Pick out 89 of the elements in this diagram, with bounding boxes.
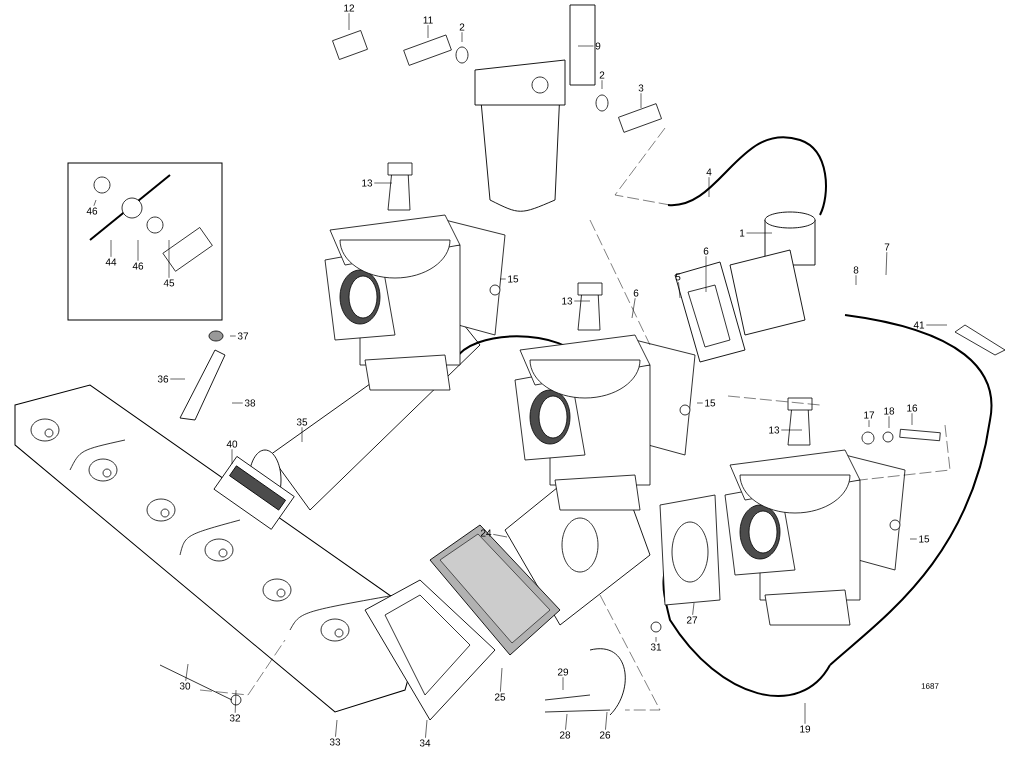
leader-line [137,239,139,262]
callout-number: 2 [599,71,605,79]
callout-number: 13 [362,179,373,187]
leader-line [335,719,338,738]
callout-number: 46 [86,207,98,215]
callout-number: 7 [884,243,890,251]
leader-line [169,378,186,380]
leader-line [234,689,237,714]
callout-number: 5 [675,273,681,281]
leader-line [601,79,603,90]
leader-line [565,713,568,731]
callout-number: 17 [864,411,875,419]
leader-line [500,667,503,693]
leader-line [93,199,97,207]
callout-number: 13 [769,426,780,434]
leader-line [499,278,507,280]
leader-line [373,182,393,184]
callout-number: 38 [244,399,256,407]
callout-number: 18 [884,407,895,415]
leader-line [804,702,806,725]
callout-number: 27 [686,616,698,624]
leader-line [168,239,170,279]
leader-line [780,429,803,431]
callout-number: 13 [562,297,573,305]
callout-number: 32 [229,714,241,722]
callout-number: 8 [853,266,859,274]
leader-line [231,448,233,465]
callout-number: 16 [907,404,918,412]
leader-line [461,31,463,43]
callout-number: 41 [913,321,925,329]
leader-line [562,676,564,691]
callout-number: 28 [559,731,571,739]
callout-number: 46 [132,262,144,270]
callout-number: 15 [919,535,930,543]
leader-line [885,251,888,276]
callout-number: 6 [633,289,639,297]
callout-number: 26 [599,731,611,739]
callout-number: 24 [480,529,492,537]
callout-number: 31 [650,643,662,651]
callout-number: 1 [740,229,745,237]
figure-number: 1687 [921,683,939,689]
callout-number: 29 [557,668,569,676]
leader-line [229,335,237,337]
leader-line [925,324,948,326]
leader-line [911,412,913,426]
leader-line [492,534,508,538]
leader-line [301,426,303,443]
callout-number: 9 [595,42,601,50]
callout-number: 40 [226,440,238,448]
leader-line [605,711,608,731]
callout-number: 12 [344,4,355,12]
leader-line [425,719,428,739]
callout-number: 34 [419,739,431,747]
leader-line [573,300,591,302]
callout-number: 19 [800,725,811,733]
leader-line [678,281,681,299]
leader-line [909,538,918,540]
callout-number: 36 [157,375,169,383]
leader-line [427,24,429,39]
callout-number: 15 [508,275,519,283]
leader-line [110,239,112,258]
leader-line [185,663,189,682]
leader-line [888,415,890,429]
callout-number: 6 [703,247,709,255]
callout-number: 35 [296,418,308,426]
leader-line [868,419,870,428]
leader-line [348,12,350,31]
callout-number: 3 [638,84,644,92]
callout-number: 30 [179,682,191,690]
leader-line [696,402,704,404]
callout-number: 11 [423,16,433,24]
leader-line [231,402,244,404]
leader-line [708,176,710,198]
callout-number: 44 [105,258,117,266]
leader-line [746,232,773,234]
callout-number: 45 [163,279,175,287]
callout-number: 25 [494,693,506,701]
callout-number: 15 [705,399,716,407]
callout-number: 4 [706,168,712,176]
callout-number: 37 [237,332,249,340]
leader-line [855,274,857,286]
callout-number: 33 [329,738,341,746]
leader-line [631,297,636,319]
leader-line [640,92,642,109]
leader-line [692,602,695,616]
callout-number: 2 [459,23,465,31]
leader-line [655,636,657,643]
leader-line [577,45,594,47]
leader-line [705,255,707,293]
